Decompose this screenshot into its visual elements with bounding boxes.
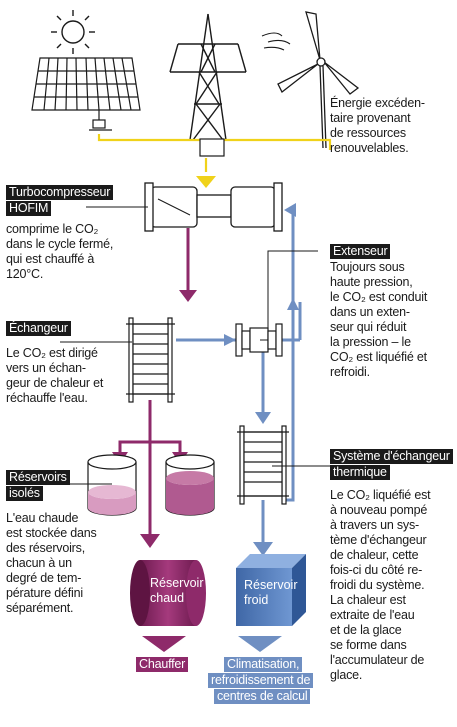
system-description: Le CO₂ liquéfié est à nouveau pompé à tr… bbox=[330, 488, 431, 683]
system-text-line: se forme dans bbox=[330, 638, 407, 652]
hot-flow-arrow-icon bbox=[179, 290, 197, 302]
hot-flow-arrow-icon bbox=[140, 534, 160, 548]
turbo-description: comprime le CO₂ dans le cycle fermé, qui… bbox=[6, 222, 113, 282]
system-text-line: Le CO₂ liquéfié est bbox=[330, 488, 431, 502]
cold-tank-label: Réservoir froid bbox=[244, 578, 298, 608]
hot-tank-label: Réservoir chaud bbox=[150, 576, 204, 606]
system-text-line: l'accumulateur de bbox=[330, 653, 425, 667]
expander-text-line: refroidi. bbox=[330, 365, 370, 379]
reservoirs-text-line: L'eau chaude bbox=[6, 511, 79, 525]
system-text-line: La chaleur est bbox=[330, 593, 406, 607]
expander-text-line: la pression – le bbox=[330, 335, 411, 349]
energy-note-line: de ressources bbox=[330, 126, 406, 140]
turbo-text-line: dans le cycle fermé, bbox=[6, 237, 114, 251]
system-text-line: et de la glace bbox=[330, 623, 402, 637]
turbo-text-line: 120°C. bbox=[6, 267, 44, 281]
reservoirs-title-2: isolés bbox=[6, 486, 43, 501]
turbo-text-line: qui est chauffé à bbox=[6, 252, 95, 266]
heat-exchange-system-icon bbox=[237, 425, 289, 505]
cold-flow-arrow-icon bbox=[253, 542, 273, 556]
reservoirs-text-line: chacun à un bbox=[6, 556, 72, 570]
expander-text-line: seur qui réduit bbox=[330, 320, 407, 334]
turbo-text-line: comprime le CO₂ bbox=[6, 222, 99, 236]
exchanger-text-line: vers un échan- bbox=[6, 361, 86, 375]
system-text-line: fois-ci du côté re- bbox=[330, 563, 423, 577]
reservoirs-text-line: pérature défini bbox=[6, 586, 83, 600]
system-text-line: glace. bbox=[330, 668, 363, 682]
system-text-line: extraite de l'eau bbox=[330, 608, 415, 622]
reservoirs-text-line: séparément. bbox=[6, 601, 74, 615]
hot-tank-label-line: chaud bbox=[150, 591, 185, 605]
heating-output-label: Chauffer bbox=[136, 657, 189, 672]
cold-flow-arrow-icon bbox=[255, 412, 271, 424]
wind-turbine-icon bbox=[261, 11, 360, 149]
expander-title: Extenseur bbox=[330, 244, 391, 259]
system-text-line: à nouveau pompé bbox=[330, 503, 428, 517]
power-arrow-icon bbox=[196, 176, 216, 188]
turbocompressor-icon bbox=[144, 182, 283, 232]
hot-storage-tank-icon bbox=[130, 560, 206, 626]
reservoirs-description: L'eau chaude est stockée dans des réserv… bbox=[6, 511, 97, 616]
energy-note-line: renouvelables. bbox=[330, 141, 409, 155]
insulated-tank-1 bbox=[87, 454, 137, 516]
system-text-line: de chaleur, cette bbox=[330, 548, 419, 562]
expander-text-line: Toujours sous bbox=[330, 260, 405, 274]
hot-pipe bbox=[118, 228, 190, 534]
cooling-output-label-2: refroidissement de bbox=[208, 673, 314, 688]
cooling-output-label-3: centres de calcul bbox=[214, 689, 311, 704]
pylon-icon bbox=[169, 13, 247, 141]
system-text-line: à travers un sys- bbox=[330, 518, 419, 532]
system-title: Système d'échangeur bbox=[330, 449, 453, 464]
energy-note-line: Énergie excéden- bbox=[330, 96, 425, 110]
exchanger-text-line: Le CO₂ est dirigé bbox=[6, 346, 98, 360]
power-junction-box bbox=[199, 138, 225, 157]
cooling-output-arrow-icon bbox=[238, 636, 282, 652]
expander-description: Toujours sous haute pression, le CO₂ est… bbox=[330, 260, 427, 380]
exchanger-text-line: réchauffe l'eau. bbox=[6, 391, 88, 405]
expander-icon bbox=[235, 323, 283, 357]
energy-note: Énergie excéden- taire provenant de ress… bbox=[330, 96, 425, 156]
hot-tank-label-line: Réservoir bbox=[150, 576, 204, 590]
cold-flow-arrow-icon bbox=[287, 298, 299, 310]
expander-text-line: haute pression, bbox=[330, 275, 413, 289]
cold-flow-arrow-icon bbox=[224, 334, 236, 346]
exchanger-text-line: geur de chaleur et bbox=[6, 376, 104, 390]
expander-leader-line bbox=[260, 250, 318, 341]
cooling-output-label-1: Climatisation, bbox=[224, 657, 303, 672]
reservoirs-text-line: degré de tem- bbox=[6, 571, 82, 585]
turbo-title: Turbocompresseur bbox=[6, 185, 114, 200]
cold-tank-label-line: froid bbox=[244, 593, 269, 607]
solar-panel-icon bbox=[31, 57, 141, 131]
system-text-line: tème d'échangeur bbox=[330, 533, 427, 547]
reservoirs-text-line: est stockée dans bbox=[6, 526, 97, 540]
heating-output-arrow-icon bbox=[142, 636, 186, 652]
expander-text-line: CO₂ est liquéfié et bbox=[330, 350, 427, 364]
insulated-tank-2 bbox=[165, 454, 215, 516]
heat-exchanger-icon bbox=[126, 317, 175, 403]
exchanger-description: Le CO₂ est dirigé vers un échan- geur de… bbox=[6, 346, 103, 406]
reservoirs-text-line: des réservoirs, bbox=[6, 541, 85, 555]
reservoirs-title: Réservoirs bbox=[6, 470, 70, 485]
system-text-line: froidi du système. bbox=[330, 578, 425, 592]
expander-text-line: dans un exten- bbox=[330, 305, 410, 319]
exchanger-title: Échangeur bbox=[6, 321, 71, 336]
energy-note-line: taire provenant bbox=[330, 111, 411, 125]
sun-icon bbox=[51, 10, 95, 54]
cold-tank-label-line: Réservoir bbox=[244, 578, 298, 592]
cold-flow-arrow-icon bbox=[284, 203, 296, 217]
cold-storage-tank-icon bbox=[236, 554, 306, 626]
system-title-2: thermique bbox=[330, 465, 390, 480]
expander-text-line: le CO₂ est conduit bbox=[330, 290, 428, 304]
turbo-title-2: HOFIM bbox=[6, 201, 52, 216]
